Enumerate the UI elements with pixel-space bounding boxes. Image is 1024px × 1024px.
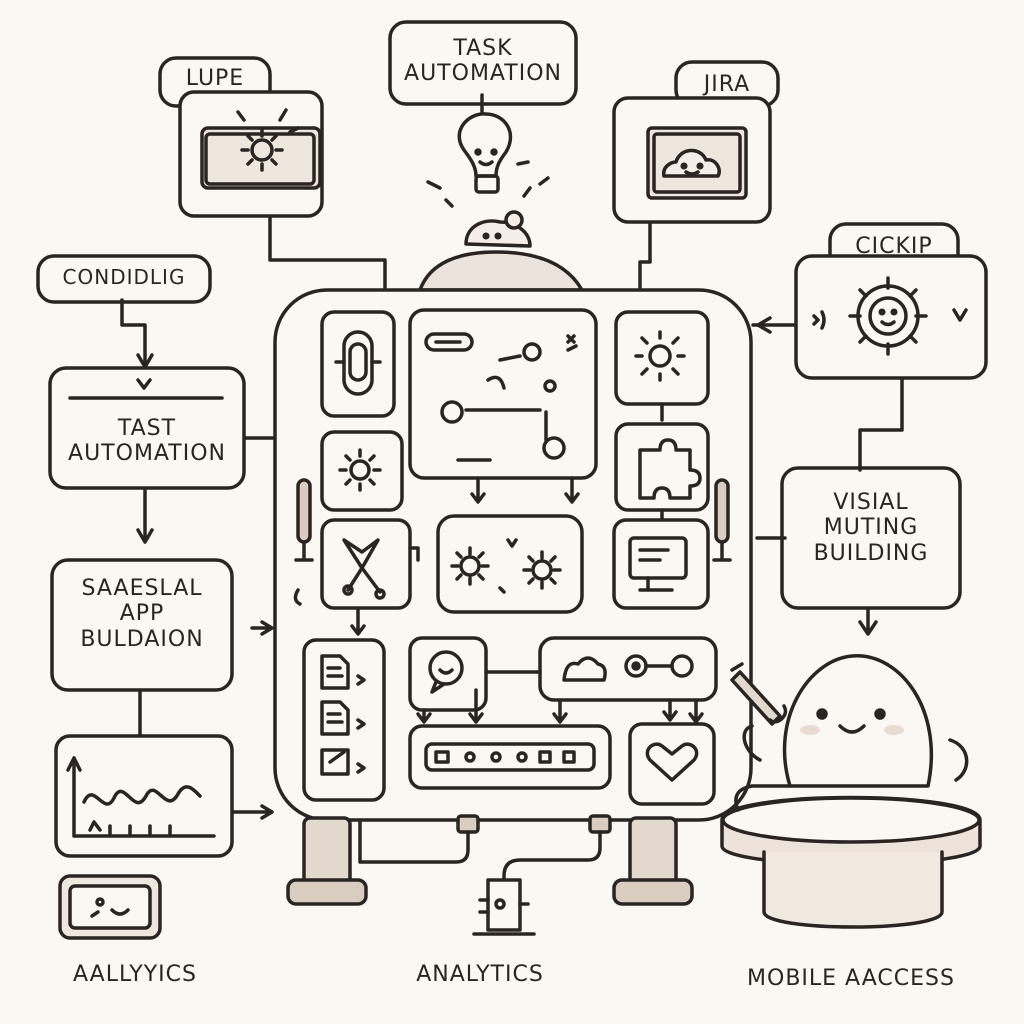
cickip-panel [794, 254, 988, 380]
visual-building-box [780, 466, 962, 610]
task-automation-top-box [388, 20, 578, 106]
pencil-icon [730, 662, 788, 726]
heart-icon [645, 742, 699, 782]
puzzle-icon [638, 438, 702, 500]
saaeslal-line-2: APP [119, 601, 165, 627]
lightbulb-icon [426, 112, 550, 208]
workflow-graph-icon [424, 332, 578, 462]
footer-left-label: AALLYYICS [40, 962, 230, 987]
condidlig-text: CONDIDLIG [62, 265, 186, 289]
saaeslal-line-3: BULDAION [80, 626, 204, 652]
slider-controls-icon [424, 742, 596, 772]
module-right-mid [614, 422, 710, 512]
module-right-top [614, 310, 710, 406]
lupe-text: LUPE [185, 66, 245, 91]
line-chart-icon [82, 785, 202, 836]
chain-link-icon [334, 330, 382, 396]
footer-center-text: ANALYTICS [416, 962, 544, 987]
monitor-icon [628, 536, 688, 592]
footer-right-text: MOBILE AACCESS [747, 966, 955, 991]
module-center-gears [436, 514, 584, 614]
saaeslal-app-label: SAAESLAL APP BULDAION [52, 576, 232, 652]
jira-panel [612, 96, 772, 224]
mascot-icon [720, 654, 982, 929]
tast-automation-label: TAST AUTOMATION [50, 416, 244, 467]
saaeslal-line-1: SAAESLAL [81, 576, 203, 601]
module-control-panel [408, 724, 612, 790]
media-controls-icon [562, 654, 694, 682]
lupe-label: LUPE [160, 66, 270, 91]
small-mascot-icon [464, 210, 532, 248]
lupe-panel [178, 90, 324, 218]
visual-building-label: VISIAL MUTING BUILDING [782, 490, 960, 566]
gear-icon [848, 276, 928, 356]
gear-icon [338, 448, 382, 492]
gear-icon [634, 330, 686, 382]
chat-icon [428, 650, 464, 694]
document-icon [320, 654, 366, 776]
heart-route-icon [342, 538, 420, 600]
footer-left-text: AALLYYICS [73, 962, 197, 987]
cloud-face-icon [662, 148, 721, 178]
jira-label: JIRA [676, 72, 778, 97]
cickip-label: CICKIP [830, 234, 958, 259]
visual-line-3: BUILDING [813, 540, 929, 566]
saaeslal-app-box [50, 558, 234, 692]
gear-icon [522, 550, 562, 590]
task-automation-line-1: TASK [453, 36, 513, 61]
module-left-mid [320, 430, 404, 512]
machine-modules [293, 308, 718, 806]
tast-automation-line-2: AUTOMATION [68, 441, 226, 467]
gear-icon [450, 546, 490, 586]
module-right-low [612, 518, 710, 610]
condidlig-box [36, 254, 212, 304]
jira-text: JIRA [703, 72, 751, 97]
module-heart [628, 722, 716, 806]
line-chart-panel [54, 734, 234, 858]
task-automation-top-label: TASK AUTOMATION [390, 36, 576, 87]
tast-automation-line-1: TAST [117, 416, 177, 441]
tast-automation-box [48, 366, 246, 490]
gear-icon [240, 128, 284, 172]
tablet-icon [58, 874, 162, 940]
task-automation-line-2: AUTOMATION [404, 61, 562, 87]
cable-connector [358, 814, 612, 936]
module-center-screen [408, 308, 598, 480]
module-documents [302, 638, 386, 802]
visual-line-2: MUTING [823, 515, 919, 541]
cickip-text: CICKIP [855, 234, 933, 259]
footer-right-label: MOBILE AACCESS [716, 966, 986, 991]
footer-center-label: ANALYTICS [395, 962, 565, 987]
visual-line-1: VISIAL [833, 490, 909, 515]
condidlig-label: CONDIDLIG [38, 266, 210, 289]
module-left-top [320, 310, 396, 418]
